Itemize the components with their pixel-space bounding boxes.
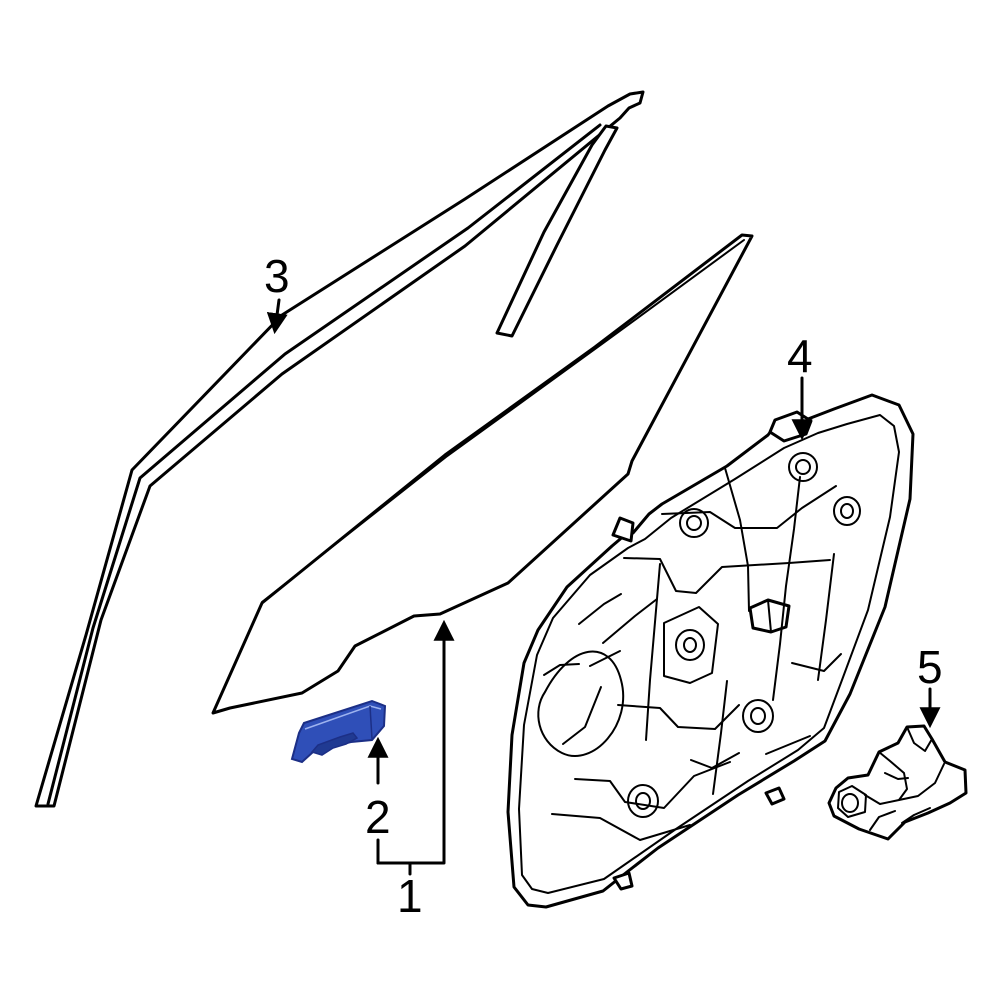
- callout-leaders: [266, 298, 941, 876]
- callout-1-label: 1: [397, 870, 423, 922]
- callout-4-label: 4: [787, 330, 813, 382]
- window-motor[interactable]: [827, 724, 968, 841]
- window-regulator-panel[interactable]: [506, 393, 915, 909]
- window-run-channel[interactable]: [34, 90, 645, 808]
- door-glass[interactable]: [211, 233, 754, 715]
- glass-bracket-highlighted[interactable]: [290, 699, 387, 764]
- callout-3-label: 3: [264, 250, 290, 302]
- callout-5-label: 5: [917, 641, 943, 693]
- callout-2-label: 2: [365, 791, 391, 843]
